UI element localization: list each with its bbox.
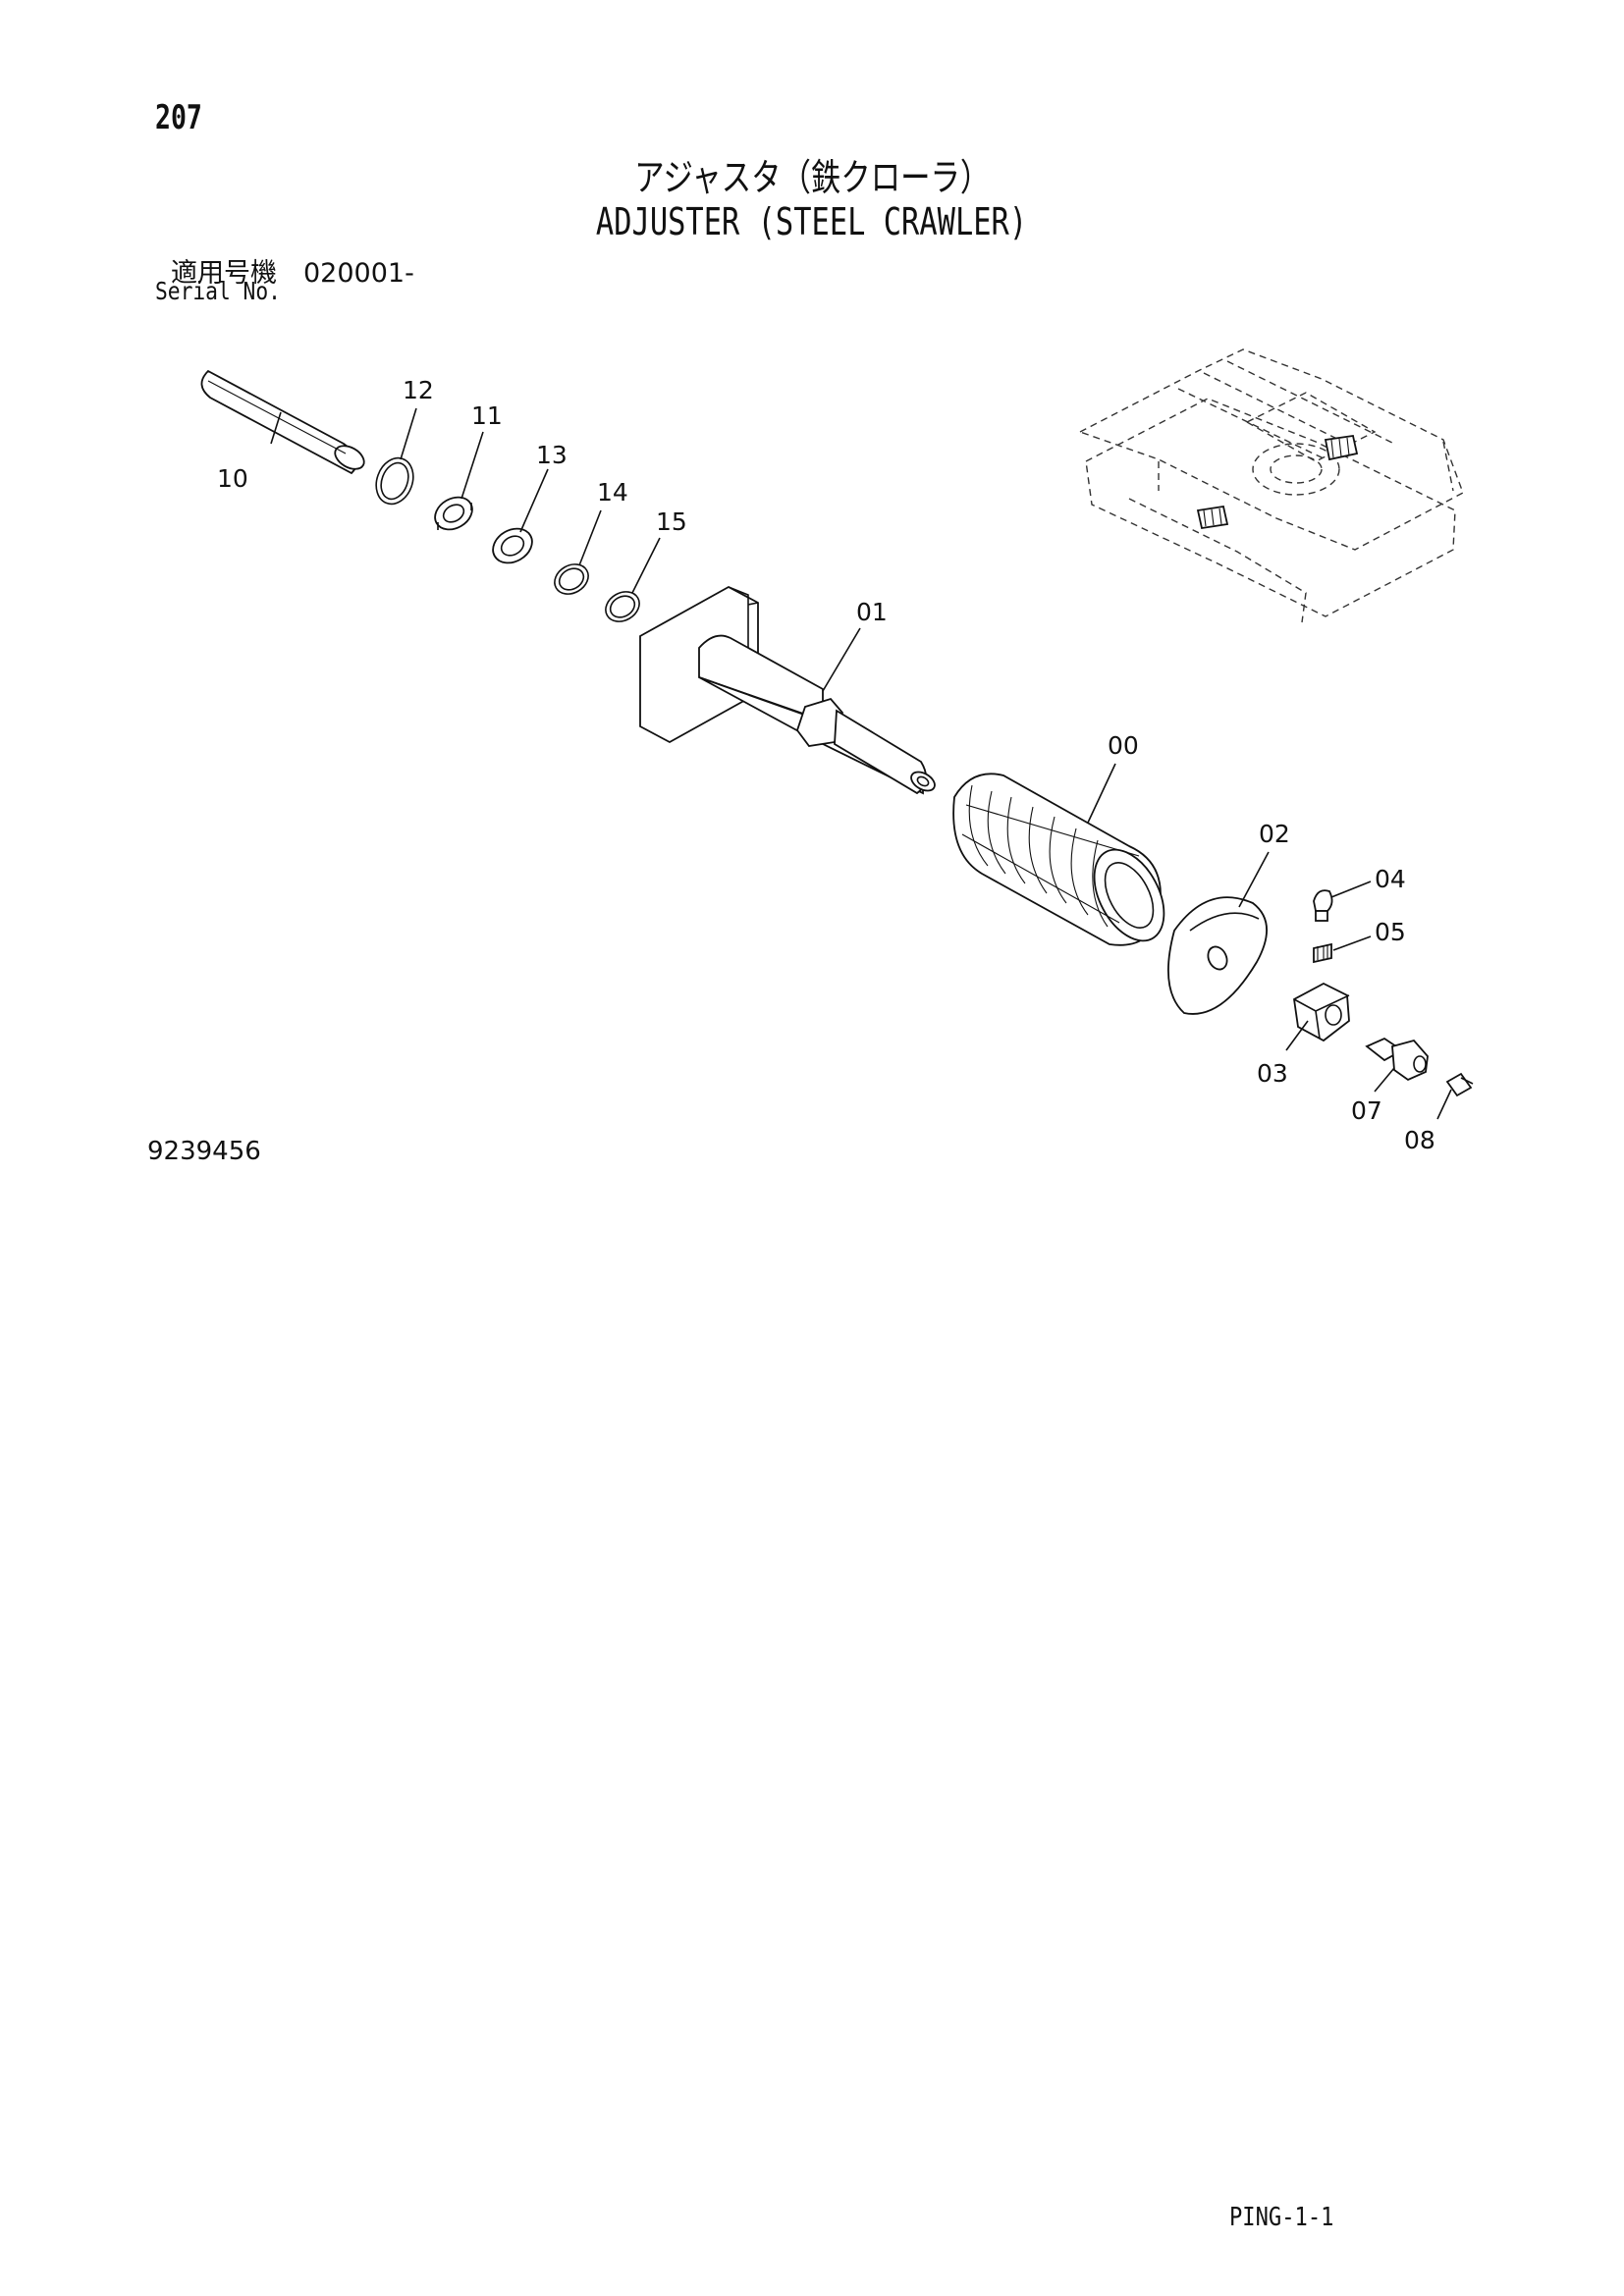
part-label-08: 08 [1404,1126,1435,1154]
title-english-text: ADJUSTER (STEEL CRAWLER) [596,200,1028,243]
leader-00 [1087,763,1116,824]
part-valve-body [1365,1037,1429,1082]
part-label-14: 14 [597,478,628,507]
leader-15 [631,537,661,594]
title-japanese-text: アジャスタ（鉄クローラ） [633,156,991,199]
part-label-03: 03 [1257,1059,1288,1088]
part-label-00: 00 [1108,731,1139,760]
part-nut [434,496,473,531]
part-plate [1167,896,1268,1015]
part-label-04: 04 [1375,865,1406,893]
leader-13 [519,468,549,533]
part-label-02: 02 [1259,820,1290,848]
part-lock-washer [492,527,533,564]
part-label-07: 07 [1351,1096,1382,1125]
part-spring [952,773,1165,946]
leader-04 [1330,881,1372,898]
part-label-13: 13 [536,441,568,469]
part-hex-nut [1293,982,1350,1042]
part-cap [1445,1072,1474,1097]
part-label-01: 01 [856,598,888,626]
leader-05 [1332,935,1372,951]
drawing-number: 9239456 [147,1137,261,1166]
part-ring-15 [605,591,640,622]
serial-label-english: Serial No. [155,277,281,305]
leader-01 [822,627,861,692]
part-label-11: 11 [471,401,503,430]
leader-11 [460,431,484,500]
title-japanese: アジャスタ（鉄クローラ） [0,147,1624,201]
title-english: ADJUSTER (STEEL CRAWLER) [0,200,1624,243]
part-label-05: 05 [1375,918,1406,946]
part-snap-ring [375,456,414,506]
leader-lines [270,407,1452,1120]
serial-label-japanese: 適用号機 020001- [171,258,414,289]
leader-02 [1238,851,1270,908]
part-label-10: 10 [217,464,248,493]
leader-07 [1374,1067,1395,1093]
part-label-15: 15 [656,507,687,536]
leader-08 [1436,1089,1452,1120]
part-rod [639,585,936,795]
part-labels: 10 12 11 13 14 15 01 00 02 04 05 03 07 0… [217,376,1435,1154]
page-number: 207 [155,98,202,137]
part-ring-14 [554,563,589,595]
inset-crawler-frame [1078,348,1464,623]
page-code: PING-1-1 [1229,2203,1334,2232]
part-grease-fitting [1313,889,1333,922]
part-check-valve [1313,942,1332,964]
leader-03 [1285,1020,1309,1051]
part-pin [200,369,365,475]
leader-14 [578,509,602,566]
part-label-12: 12 [403,376,434,404]
leader-12 [400,407,417,460]
leader-10 [270,411,282,445]
